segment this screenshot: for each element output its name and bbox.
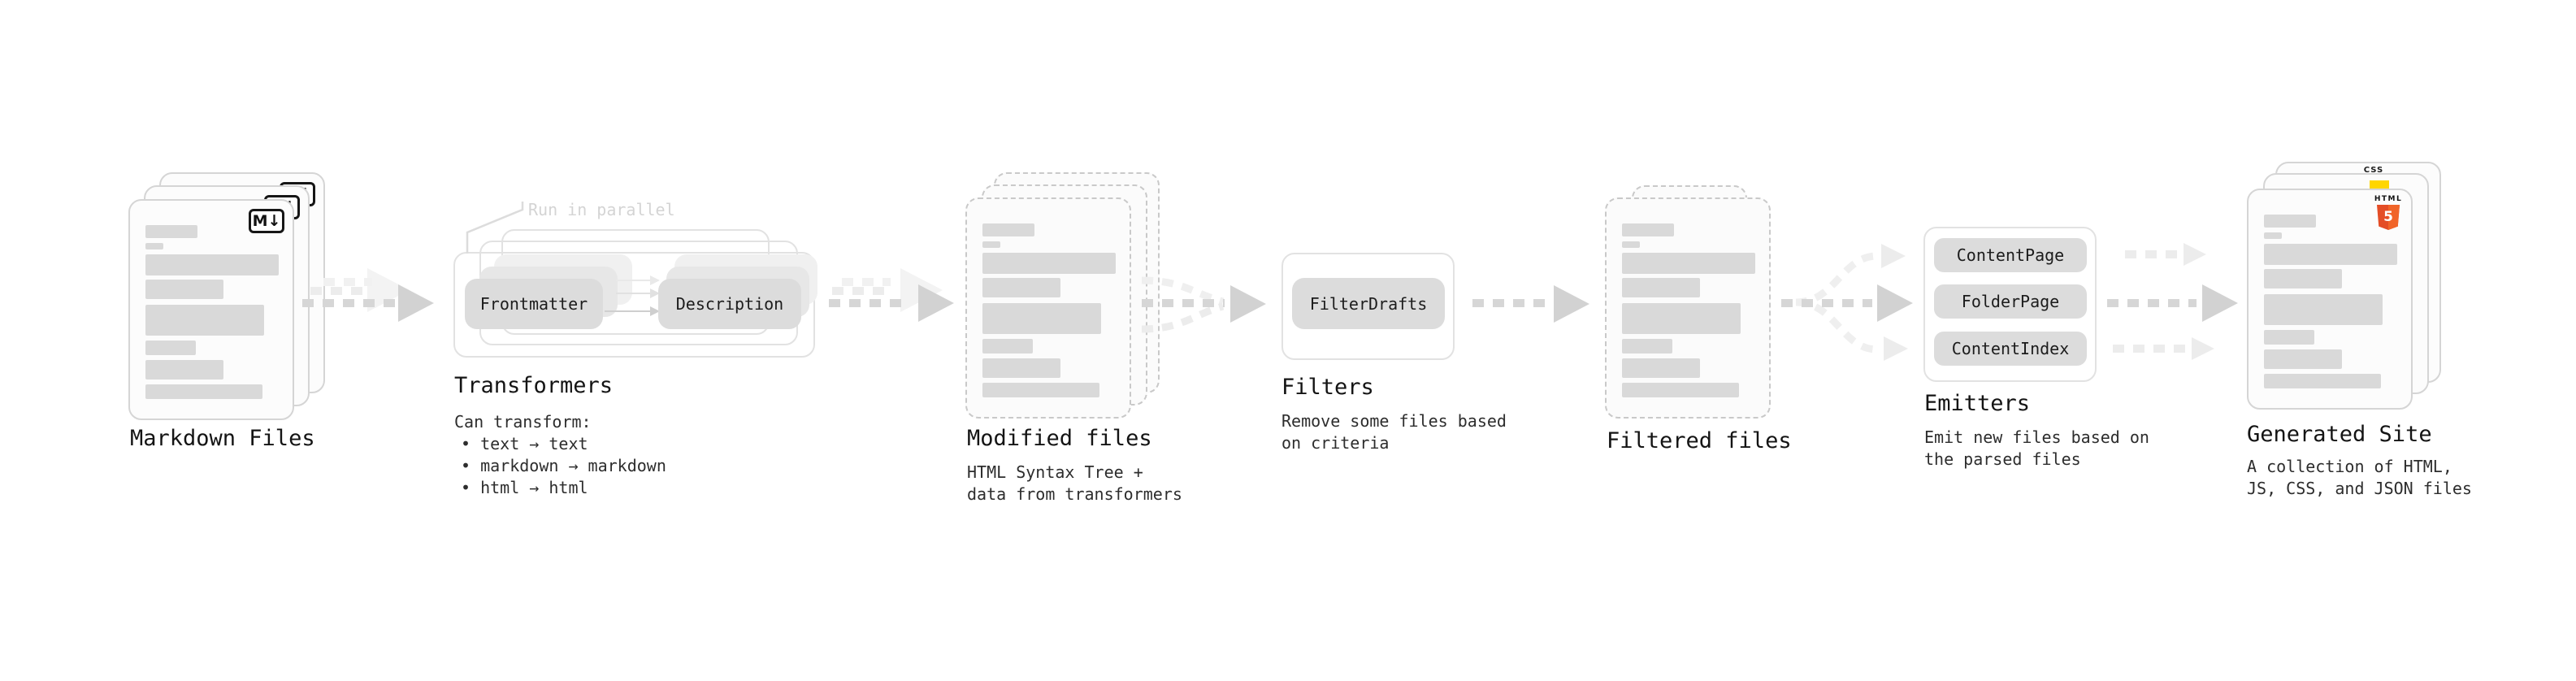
content-line-placeholder [982,278,1060,297]
content-line-placeholder [982,223,1034,236]
pill-label: Frontmatter [479,294,588,314]
callout-label: Run in parallel [528,200,675,219]
content-line-placeholder [2264,330,2314,345]
content-line-placeholder [2264,232,2282,239]
bullet-item: • html → html [461,478,588,497]
stage-title-filters: Filters [1281,375,1374,400]
modified-files-description: HTML Syntax Tree + data from transformer… [967,462,1182,504]
content-line-placeholder [2264,244,2397,265]
filters-description: Remove some files based on criteria [1281,411,1507,453]
file-card-html: HTML 5 [2247,189,2413,410]
pill-label: FilterDrafts [1309,293,1428,314]
content-line-placeholder [145,360,223,380]
content-line-placeholder [145,280,223,299]
pill-label: ContentPage [1956,245,2065,265]
stage-title-generated-site: Generated Site [2247,422,2432,447]
content-line-placeholder [982,383,1099,397]
content-line-placeholder [1622,223,1674,236]
content-line-placeholder [2264,349,2342,369]
filters-box [1281,253,1455,360]
content-line-placeholder [2264,374,2381,388]
transformers-description-heading: Can transform: [454,412,592,432]
file-card-front [1605,197,1771,419]
bullet-item: • text → text [461,434,588,453]
pill-label: Description [675,294,784,314]
content-line-placeholder [2264,215,2316,228]
content-line-placeholder [2264,294,2383,325]
content-line-placeholder [2264,269,2342,288]
stage-title-markdown-files: Markdown Files [130,426,315,451]
content-line-placeholder [1622,241,1640,248]
file-card-front: M↓ [128,199,294,420]
transformers-bullet-list: • text → text • markdown → markdown • ht… [461,433,666,499]
markdown-icon: M↓ [249,209,284,233]
content-line-placeholder [145,225,197,238]
content-line-placeholder [982,241,1000,248]
content-line-placeholder [1622,278,1700,297]
content-line-placeholder [145,384,262,399]
emitter-pill-contentindex: ContentIndex [1934,332,2087,366]
content-line-placeholder [145,243,163,249]
stage-title-emitters: Emitters [1924,391,2031,416]
content-line-placeholder [982,303,1101,334]
content-line-placeholder [145,305,264,336]
stage-title-filtered-files: Filtered files [1607,428,1792,453]
content-line-placeholder [145,340,196,355]
content-line-placeholder [982,339,1033,354]
content-line-placeholder [1622,339,1672,354]
emitter-pill-contentpage: ContentPage [1934,238,2087,272]
pill-label: FolderPage [1961,292,2060,311]
generated-site-description: A collection of HTML, JS, CSS, and JSON … [2247,457,2472,498]
content-line-placeholder [1622,383,1739,397]
emitter-pill-folderpage: FolderPage [1934,284,2087,319]
content-line-placeholder [1622,303,1741,334]
html5-icon: HTML 5 [2374,195,2403,230]
content-line-placeholder [982,358,1060,378]
transformer-pill-frontmatter: Frontmatter [465,279,603,329]
content-line-placeholder [1622,253,1755,274]
emitters-description: Emit new files based on the parsed files [1924,427,2149,469]
filter-pill-filterdrafts: FilterDrafts [1292,278,1445,329]
emitters-box [1923,227,2097,382]
content-line-placeholder [982,253,1116,274]
content-line-placeholder [1622,358,1700,378]
file-card-front [965,197,1131,419]
pill-label: ContentIndex [1951,339,2070,358]
transformer-pill-description: Description [658,279,801,329]
stage-title-modified-files: Modified files [967,426,1152,451]
stage-title-transformers: Transformers [454,373,614,398]
callout-line [466,202,524,254]
bullet-item: • markdown → markdown [461,456,666,475]
content-line-placeholder [145,254,279,275]
transformer-box-front [453,252,815,358]
